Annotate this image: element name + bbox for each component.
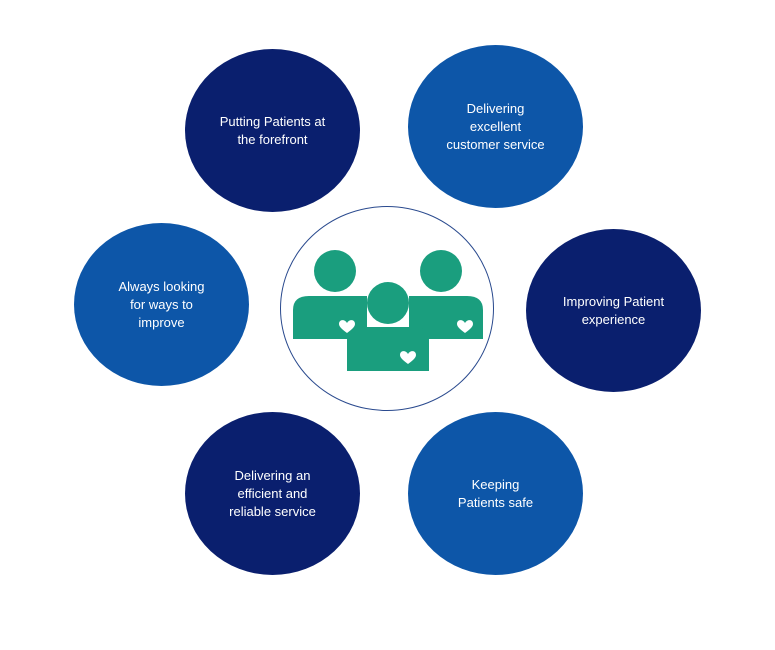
value-circle-patient-experience: Improving Patient experience [526,229,701,392]
value-label: Always looking for ways to improve [118,278,205,330]
value-label: Improving Patient experience [562,293,665,327]
value-circle-customer-service: Delivering excellent customer service [408,45,583,208]
value-circle-improve: Always looking for ways to improve [74,223,249,386]
value-label: Keeping Patients safe [457,476,534,510]
people-heart-icon [293,250,483,371]
value-circle-patients-safe: Keeping Patients safe [408,412,583,575]
value-circle-patients-forefront: Putting Patients at the forefront [185,49,360,212]
value-label: Delivering excellent customer service [446,100,545,152]
value-label: Delivering an efficient and reliable ser… [229,467,316,519]
value-label: Putting Patients at the forefront [219,113,326,147]
value-circle-efficient-service: Delivering an efficient and reliable ser… [185,412,360,575]
center-circle [280,206,494,411]
